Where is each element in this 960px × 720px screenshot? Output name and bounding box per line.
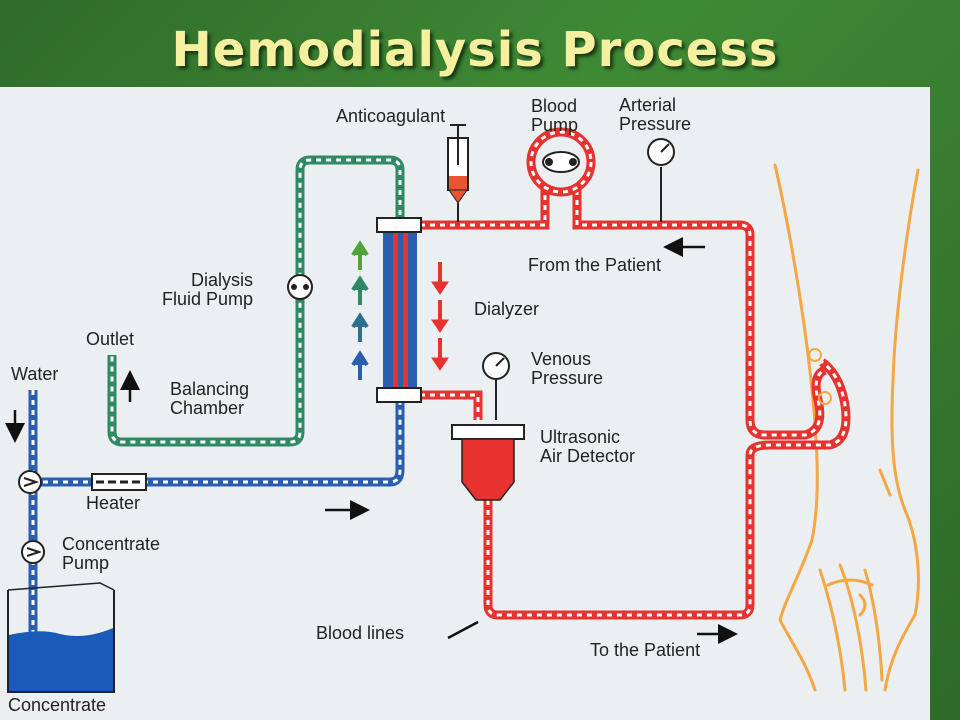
label-blood-lines: Blood lines [316, 623, 405, 643]
blood-pump [542, 151, 580, 173]
dialyzer [376, 217, 422, 403]
label-outlet: Outlet [86, 329, 135, 349]
water-pump [18, 470, 42, 494]
label-anticoagulant: Anticoagulant [336, 106, 446, 126]
arm-illustration [773, 163, 920, 692]
dialysate-supply-line [28, 390, 405, 640]
concentrate-container [7, 582, 115, 693]
label-arterial-pressure: Arterial Pressure [619, 95, 692, 134]
concentrate-pump [21, 540, 45, 564]
venous-pressure-gauge [482, 352, 510, 420]
direction-arrows [5, 237, 738, 644]
label-to-patient: To the Patient [590, 640, 701, 660]
page-title: Hemodialysis Process [171, 22, 779, 78]
label-ultrasonic-air-detector: Ultrasonic Air Detector [540, 427, 636, 466]
air-detector [451, 424, 525, 501]
arterial-pressure-gauge [647, 138, 675, 222]
label-concentrate: Concentrate [8, 695, 107, 715]
label-balancing-chamber: Balancing Chamber [170, 379, 250, 418]
dialysate-return-line [107, 155, 405, 447]
label-from-patient: From the Patient [528, 255, 662, 275]
blood-lines [420, 127, 851, 620]
blood-flow-arrows [431, 262, 449, 371]
label-dialyzer: Dialyzer [474, 299, 540, 319]
label-heater: Heater [86, 493, 141, 513]
dialysate-flow-arrows [351, 240, 369, 380]
dialysis-fluid-pump [287, 274, 313, 300]
label-concentrate-pump: Concentrate Pump [62, 534, 161, 573]
label-dialysis-fluid-pump: Dialysis Fluid Pump [162, 270, 254, 309]
label-water: Water [11, 364, 59, 384]
anticoagulant-syringe [447, 124, 469, 222]
access-sites [808, 348, 832, 405]
label-venous-pressure: Venous Pressure [531, 349, 604, 388]
label-blood-pump: Blood Pump [531, 96, 579, 135]
heater [91, 473, 147, 491]
